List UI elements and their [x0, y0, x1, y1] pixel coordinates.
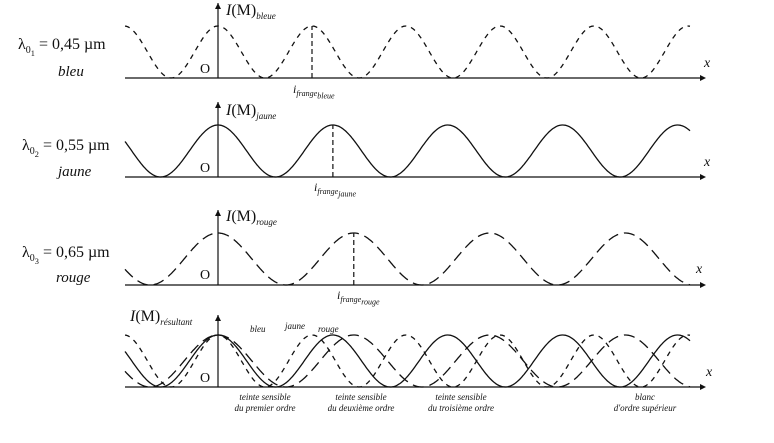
fringe-label-rouge: ifrangerouge — [337, 288, 380, 307]
color-bleu-label: bleu — [58, 64, 84, 80]
legend-jaune: jaune — [285, 321, 305, 331]
origin-label: O — [200, 371, 211, 386]
origin-label: O — [200, 161, 211, 176]
y-axis-label-resultant: I(M)résultant — [130, 308, 193, 328]
panel-rouge-y-arrow-icon — [215, 210, 221, 216]
color-jaune-label: jaune — [58, 164, 92, 180]
panel-bleu-y-arrow-icon — [215, 3, 221, 9]
panel-jaune-x-arrow-icon — [700, 174, 706, 180]
origin-label: O — [200, 62, 211, 77]
fringe-label-jaune: ifrangejaune — [314, 180, 357, 199]
x-axis-label: x — [706, 365, 713, 380]
x-axis-label: x — [704, 56, 711, 71]
lambda-1-label: λ01 = 0,45 µm — [18, 36, 106, 59]
panel-rouge-x-arrow-icon — [700, 282, 706, 288]
panel-bleu-x-arrow-icon — [700, 75, 706, 81]
x-axis-label: x — [704, 155, 711, 170]
lambda-2-label: λ02 = 0,55 µm — [22, 137, 110, 160]
origin-label: O — [200, 268, 211, 283]
lambda-3-label: λ03 = 0,65 µm — [22, 244, 110, 267]
y-axis-label-rouge: I(M)rouge — [226, 208, 277, 228]
panel-jaune-y-arrow-icon — [215, 102, 221, 108]
intensity-curve-rouge — [124, 232, 691, 286]
intensity-curve-jaune — [124, 124, 691, 178]
y-axis-label-jaune: I(M)jaune — [226, 102, 277, 122]
y-axis-label-bleue: I(M)bleue — [226, 2, 276, 22]
fringe-label-bleue: ifrangebleue — [293, 82, 335, 101]
legend-rouge: rouge — [318, 324, 339, 334]
color-rouge-label: rouge — [56, 270, 91, 286]
legend-bleu: bleu — [250, 324, 266, 334]
x-axis-label: x — [696, 262, 703, 277]
panel-resultant-y-arrow-icon — [215, 315, 221, 321]
panel-resultant-x-arrow-icon — [700, 384, 706, 390]
resultant-curve-rouge — [124, 334, 691, 388]
